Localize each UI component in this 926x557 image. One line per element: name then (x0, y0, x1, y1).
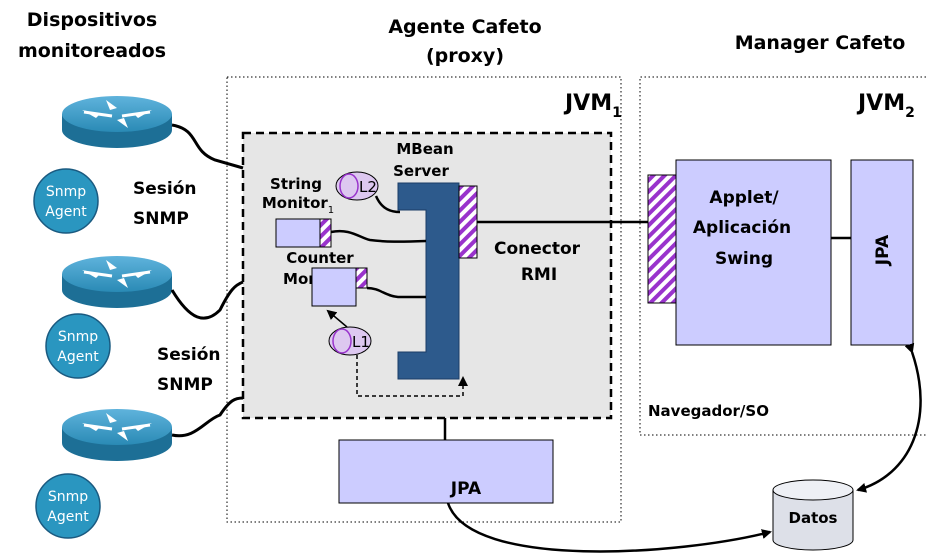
conector-label-line2: RMI (521, 265, 557, 285)
snmp-agent-1-line2: Agent (45, 204, 87, 220)
snmp-agent-3: Snmp Agent (35, 473, 101, 539)
router-1 (60, 94, 174, 150)
l1-feedback-dashed (356, 355, 468, 397)
listener-l2-label: L2 (359, 178, 377, 196)
router-2 (60, 254, 174, 310)
mbean-connector-port (458, 185, 478, 259)
header-dispositivos-line1: Dispositivos (27, 9, 157, 31)
session-1-line2: SNMP (133, 209, 189, 229)
jpa-agent-label: JPA (450, 479, 482, 499)
mbean-label-line1: MBean (396, 140, 453, 158)
applet-label-line2: Aplicación (693, 218, 791, 238)
counter-monitor-label-line1: Counter (286, 249, 354, 267)
datos-database: Datos (772, 479, 854, 551)
jvm2-label: JVM2 (856, 91, 915, 121)
jvm1-label: JVM1 (563, 91, 622, 121)
session-2-line2: SNMP (157, 375, 213, 395)
counter-to-l1-arrow (326, 309, 348, 328)
snmp-agent-2-line1: Snmp (58, 329, 98, 345)
counter-monitor-to-mbean-line (366, 286, 426, 299)
snmp-agent-1-line1: Snmp (46, 184, 86, 200)
cable-router-2 (170, 280, 244, 320)
snmp-agent-2: Snmp Agent (45, 313, 111, 379)
snmp-agent-3-line1: Snmp (48, 489, 88, 505)
session-1-line1: Sesión (133, 179, 197, 199)
header-agente-line2: (proxy) (426, 45, 504, 67)
listener-l2: L2 (335, 171, 379, 201)
string-monitor-to-mbean-line (330, 229, 427, 243)
jvm2-container (639, 76, 926, 436)
string-monitor-label-line2: Monitor1 (262, 194, 334, 216)
counter-monitor-port (355, 267, 368, 289)
applet-label-line1: Applet/ (709, 188, 779, 208)
string-monitor-label-line1: String (270, 175, 322, 193)
jpa-manager-to-datos-arrow (856, 342, 922, 493)
header-manager: Manager Cafeto (735, 32, 906, 54)
header-dispositivos-line2: monitoreados (18, 40, 166, 62)
applet-label-line3: Swing (715, 249, 773, 269)
router-3 (60, 407, 174, 463)
datos-label: Datos (789, 509, 838, 527)
conector-label-line1: Conector (494, 239, 581, 259)
jpa-agent-box (338, 439, 554, 504)
mbean-label-line2: Server (393, 162, 449, 180)
l2-to-mbean-line (374, 195, 401, 214)
jvm1-container (226, 76, 622, 523)
jpa-manager-label: JPA (873, 234, 893, 266)
string-monitor-port (319, 218, 332, 248)
string-monitor-box (275, 218, 321, 248)
cable-router-3 (171, 396, 244, 438)
snmp-agent-3-line2: Agent (47, 509, 89, 525)
snmp-agent-1: Snmp Agent (33, 168, 99, 234)
jpa-manager-box (850, 159, 914, 346)
snmp-agent-2-line2: Agent (57, 349, 99, 365)
applet-port (647, 174, 677, 304)
jpa-agent-to-datos-arrow (446, 502, 772, 553)
navegador-label: Navegador/SO (648, 402, 769, 420)
counter-monitor-box (311, 267, 357, 307)
session-2-line1: Sesión (157, 345, 221, 365)
listener-l1: L1 (328, 326, 372, 356)
header-agente-line1: Agente Cafeto (388, 16, 541, 38)
listener-l1-label: L1 (352, 333, 370, 351)
cable-router-1 (171, 123, 244, 170)
